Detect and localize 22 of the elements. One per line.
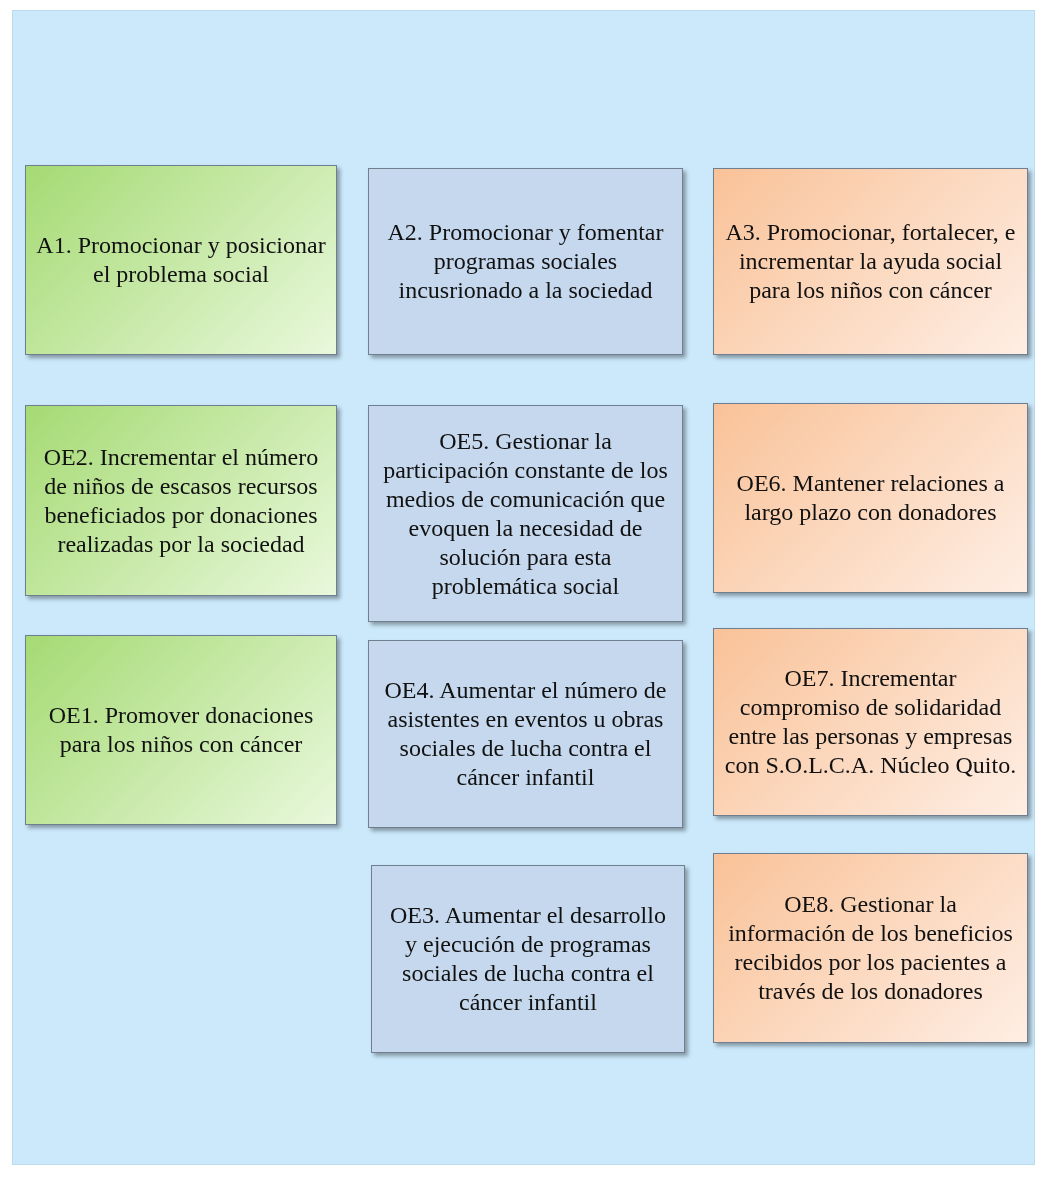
objective-text: OE6. Mantener relaciones a largo plazo con donadores	[735, 469, 1006, 527]
objective-box	[371, 865, 685, 1053]
objective-box	[713, 853, 1028, 1043]
objective-box	[25, 635, 337, 825]
objective-box	[368, 640, 683, 828]
objective-text: A1. Promocionar y posicionar el problema social	[36, 231, 326, 289]
objective-box	[713, 628, 1028, 816]
objective-text: A3. Promocionar, fortalecer, e incrementar la ayuda social para los niños con cáncer	[724, 218, 1017, 305]
objective-box	[368, 405, 683, 622]
objective-text: OE5. Gestionar la participación constante de los medios de comunicación que evoquen la necesidad de solución para esta problemática social	[382, 426, 669, 601]
objective-box	[25, 165, 337, 355]
objective-box	[713, 403, 1028, 593]
objective-text: OE8. Gestionar la información de los beneficios recibidos por los pacientes a través de los donadores	[727, 890, 1014, 1006]
objective-text: OE4. Aumentar el número de asistentes en eventos u obras sociales de lucha contra el cáncer infantil	[383, 676, 668, 792]
objective-text: OE2. Incrementar el número de niños de escasos recursos beneficiados por donaciones realizadas por la sociedad	[42, 442, 320, 559]
objective-box	[368, 168, 683, 355]
objective-text: OE1. Promover donaciones para los niños con cáncer	[47, 701, 315, 759]
objective-text: A2. Promocionar y fomentar programas sociales incusrionado a la sociedad	[386, 218, 665, 305]
objective-text: OE3. Aumentar el desarrollo y ejecución de programas sociales de lucha contra el cáncer infantil	[389, 901, 667, 1017]
objective-text: OE7. Incrementar compromiso de solidaridad entre las personas y empresas con S.O.L.C.A. Núcleo Quito.	[724, 664, 1017, 780]
objective-box	[25, 405, 337, 596]
objective-box	[713, 168, 1028, 355]
